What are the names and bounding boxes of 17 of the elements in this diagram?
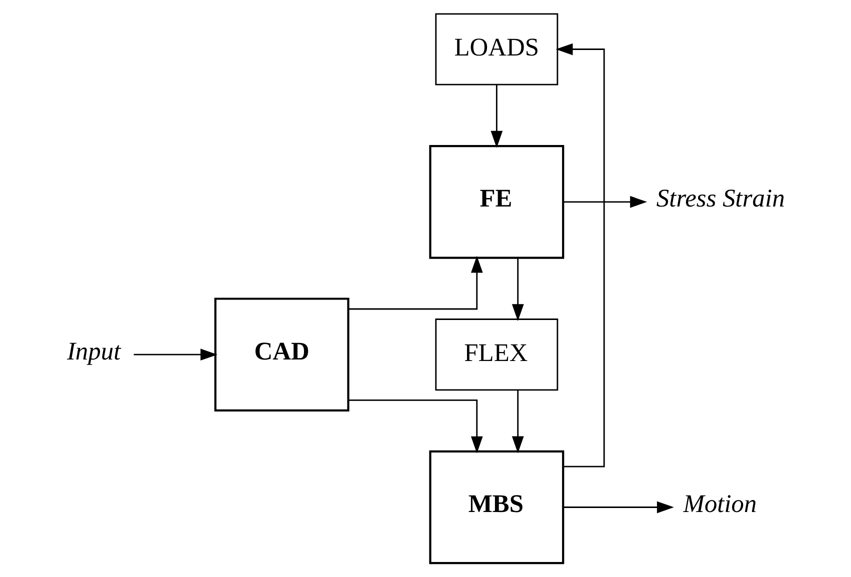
node-box: CAD — [214, 298, 349, 412]
arrow — [562, 501, 674, 514]
arrow — [348, 256, 482, 310]
node-box: LOADS — [434, 13, 558, 86]
node-text: Motion — [682, 489, 756, 518]
arrow — [490, 84, 502, 148]
arrow — [348, 399, 482, 454]
arrow — [511, 258, 524, 322]
arrow — [511, 390, 524, 454]
node-box: FLEX — [434, 318, 558, 391]
arrow — [555, 43, 604, 468]
arrow — [562, 196, 647, 208]
node-box: MBS — [428, 450, 564, 564]
arrow — [133, 348, 217, 361]
node-box: FE — [428, 145, 564, 259]
node-text: Input — [66, 336, 120, 366]
node-text: Stress Strain — [656, 184, 784, 213]
